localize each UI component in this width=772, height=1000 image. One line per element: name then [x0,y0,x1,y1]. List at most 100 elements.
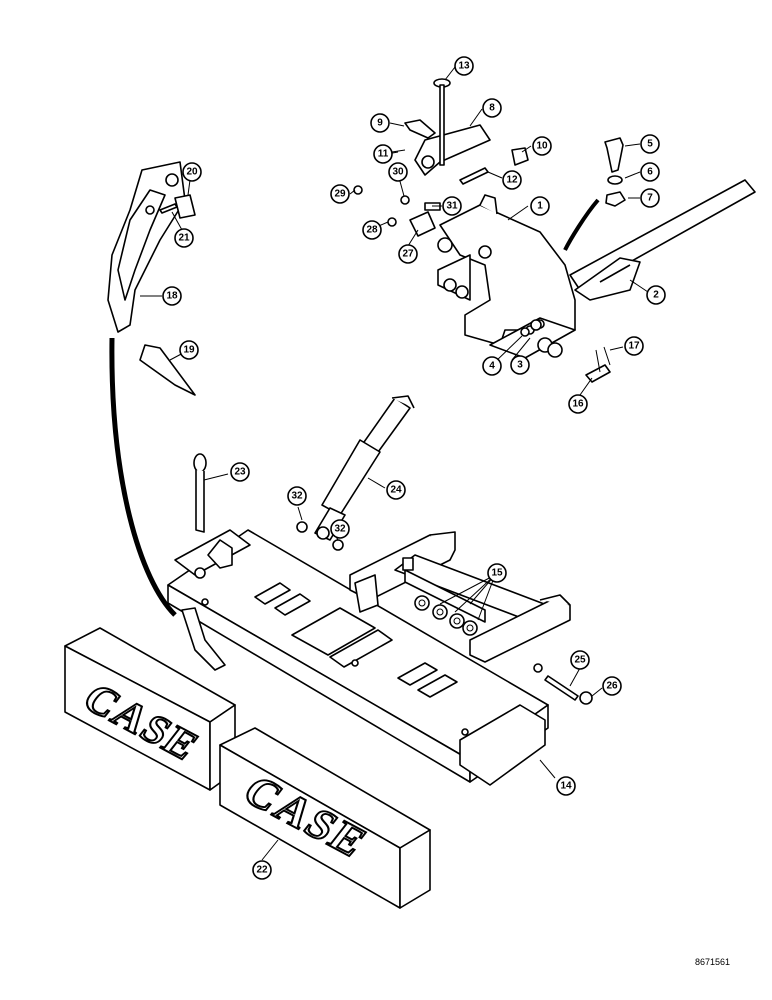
callout-30: 30 [388,162,408,182]
callout-8: 8 [482,98,502,118]
ripper-shank-mounted [181,607,226,671]
pointer-line-2 [563,198,600,251]
callout-17: 17 [624,336,644,356]
clip-17 [595,346,611,373]
washer-6 [607,175,623,185]
svg-text:17: 17 [628,341,640,352]
pin-11 [391,149,406,153]
callout-14: 14 [556,776,576,796]
svg-text:23: 23 [234,467,246,478]
nut-28 [387,217,397,227]
weight-bracket [167,529,549,786]
callout-11: 11 [373,144,393,164]
pin-23 [193,453,207,533]
callout-7: 7 [640,188,660,208]
svg-text:16: 16 [572,399,584,410]
ripper-shank [107,161,186,333]
svg-text:27: 27 [402,249,414,260]
callouts: 1 2 3 4 5 6 7 8 9 10 11 12 13 14 15 16 1… [162,56,666,880]
callout-1: 1 [530,196,550,216]
rod-13 [433,78,451,166]
callout-24: 24 [386,480,406,500]
nut-10 [511,147,529,166]
bolt-29 [353,185,363,195]
callout-20: 20 [182,162,202,182]
callout-19: 19 [179,340,199,360]
callout-32b: 32 [330,519,350,539]
callout-2: 2 [646,285,666,305]
washer-32-b [332,539,344,551]
weight-rear: CASE [219,727,431,909]
svg-text:14: 14 [560,781,572,792]
link-8 [414,124,491,176]
callout-4: 4 [482,356,502,376]
svg-text:29: 29 [334,189,346,200]
svg-text:26: 26 [606,681,618,692]
svg-text:18: 18 [166,291,178,302]
svg-text:5: 5 [647,139,653,150]
svg-text:28: 28 [366,225,378,236]
nut-3 [530,319,542,331]
svg-text:22: 22 [256,865,268,876]
svg-text:3: 3 [517,360,523,371]
callout-15: 15 [487,563,507,583]
callout-16: 16 [568,394,588,414]
svg-text:12: 12 [506,175,518,186]
callout-26: 26 [602,676,622,696]
svg-text:21: 21 [178,233,190,244]
callout-28: 28 [362,220,382,240]
callout-21: 21 [174,228,194,248]
nut-set-15 [414,595,478,636]
callout-5: 5 [640,134,660,154]
svg-text:2: 2 [653,290,659,301]
callout-23: 23 [230,462,250,482]
svg-text:32: 32 [334,524,346,535]
svg-text:1: 1 [537,201,543,212]
svg-text:9: 9 [377,118,383,129]
callout-29: 29 [330,184,350,204]
svg-text:10: 10 [536,141,548,152]
svg-text:6: 6 [647,167,653,178]
svg-text:13: 13 [458,61,470,72]
svg-text:31: 31 [446,201,458,212]
callout-22: 22 [252,860,272,880]
washer-30 [400,195,410,205]
svg-text:20: 20 [186,167,198,178]
drawbar [569,179,756,301]
cross-frame [349,531,571,663]
pointer-line [109,337,177,617]
reference-number: 8671561 [695,957,730,967]
spring-12 [459,167,489,185]
callout-18: 18 [162,286,182,306]
plate-20 [174,194,196,219]
svg-text:15: 15 [491,568,503,579]
bushing-27 [409,211,436,237]
leader-lines [140,66,649,861]
callout-10: 10 [532,136,552,156]
tower-bracket [437,194,576,359]
nut-7 [605,191,626,207]
callout-13: 13 [454,56,474,76]
washer-32-a [296,521,308,533]
callout-12: 12 [502,170,522,190]
callout-6: 6 [640,162,660,182]
washer-4 [520,327,530,337]
callout-9: 9 [370,113,390,133]
ripper-tip [139,344,196,396]
pin-25 [533,663,593,705]
hydraulic-cylinder [314,395,415,541]
svg-text:24: 24 [390,485,402,496]
bolt-5 [604,137,624,173]
bolt-9 [404,119,436,139]
callout-3: 3 [510,355,530,375]
svg-text:11: 11 [378,149,389,160]
svg-text:32: 32 [291,491,303,502]
pin-16 [585,364,611,383]
svg-text:19: 19 [183,345,195,356]
svg-text:30: 30 [392,167,404,178]
callout-27: 27 [398,244,418,264]
svg-text:8: 8 [489,103,495,114]
callout-25: 25 [570,650,590,670]
svg-text:7: 7 [647,193,653,204]
